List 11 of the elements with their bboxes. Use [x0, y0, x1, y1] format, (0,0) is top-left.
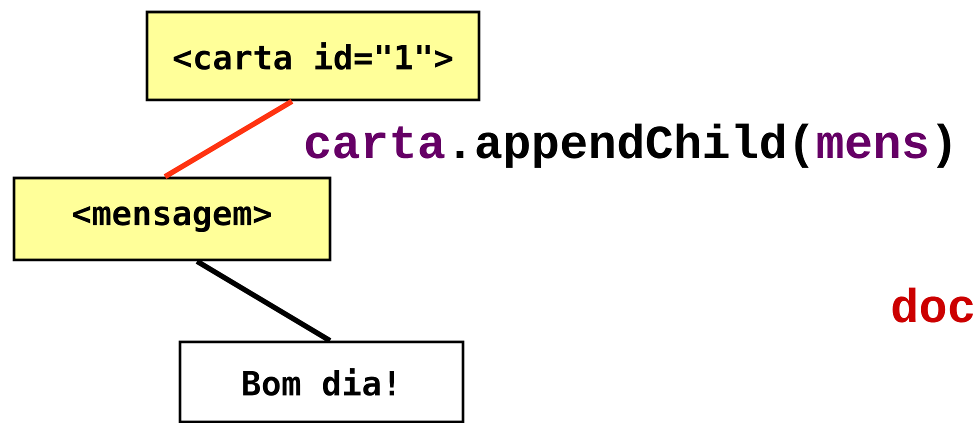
code-text: doc — [892, 288, 973, 322]
tag-box: <mensagem> — [12, 176, 332, 262]
code-text: carta .appendChild( mens ) — [306, 124, 950, 168]
tag-box: Bom dia! — [178, 340, 464, 423]
label: carta — [306, 126, 445, 158]
label: mens — [817, 132, 927, 158]
label: .appendChild( — [456, 124, 809, 168]
tag-box: <carta id="1"> — [146, 10, 480, 102]
connector-line — [164, 99, 294, 179]
connector-line — [196, 259, 332, 343]
label: ) — [936, 124, 950, 168]
